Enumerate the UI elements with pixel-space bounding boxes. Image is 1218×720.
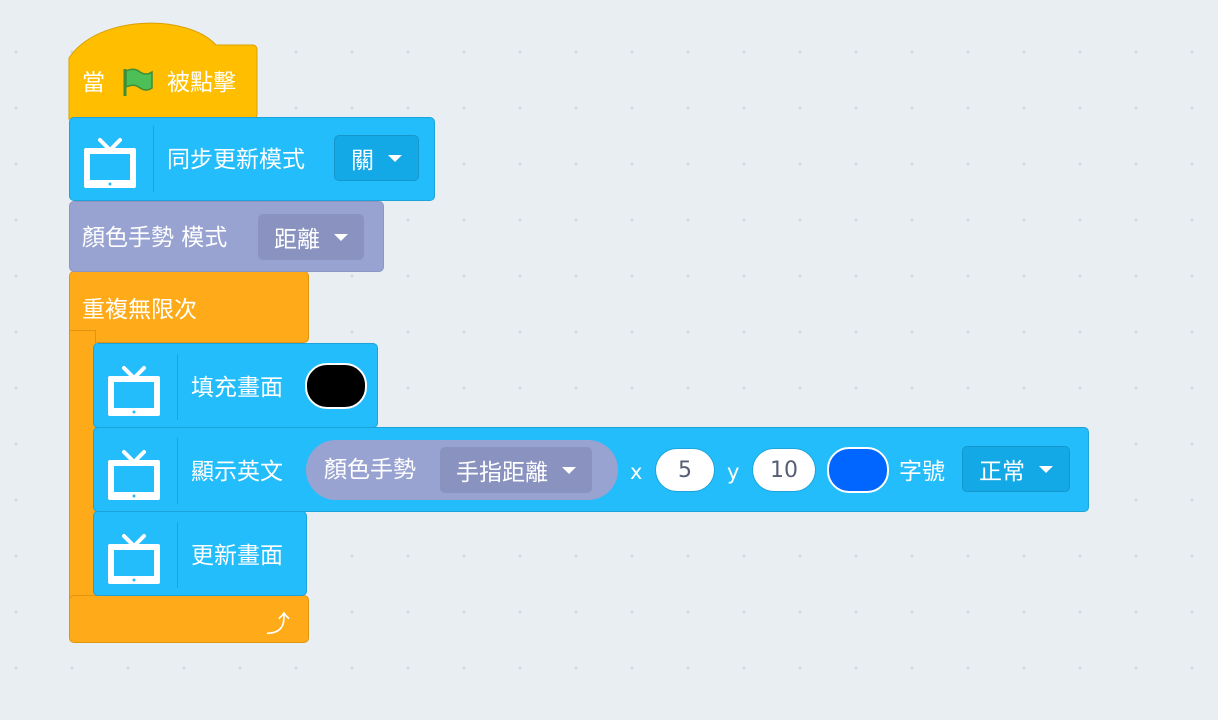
reporter-dropdown[interactable]: 手指距離: [440, 447, 592, 493]
size-dropdown-value: 正常: [979, 459, 1025, 485]
hat-suffix: 被點擊: [167, 70, 236, 96]
sync-dropdown[interactable]: 關: [334, 135, 419, 181]
forever-arm: [69, 330, 96, 612]
hat-prefix: 當: [82, 70, 105, 96]
fill-color-picker[interactable]: [305, 363, 367, 409]
reporter-dropdown-value: 手指距離: [456, 460, 548, 486]
fill-label: 填充畫面: [191, 375, 283, 401]
gesture-mode-value: 距離: [274, 227, 320, 253]
x-label: x: [630, 460, 643, 484]
y-label: y: [727, 460, 740, 484]
tv-icon: [106, 450, 162, 502]
fill-screen-block[interactable]: 填充畫面: [93, 343, 378, 428]
x-input[interactable]: 5: [655, 448, 715, 492]
y-input[interactable]: 10: [752, 448, 816, 492]
text-color-picker[interactable]: [827, 447, 889, 493]
update-label: 更新畫面: [191, 543, 283, 569]
sync-label: 同步更新模式: [167, 147, 305, 173]
tv-icon: [82, 138, 138, 190]
tv-icon: [106, 534, 162, 586]
forever-top: [69, 271, 309, 343]
gesture-mode-dropdown[interactable]: 距離: [258, 214, 364, 260]
chevron-down-icon: [388, 154, 402, 162]
chevron-down-icon: [562, 466, 576, 474]
tv-icon: [106, 366, 162, 418]
gesture-mode-label: 顏色手勢 模式: [82, 225, 228, 251]
forever-label: 重複無限次: [82, 297, 197, 323]
gesture-reporter[interactable]: 顏色手勢 手指距離: [306, 440, 618, 500]
sync-mode-block[interactable]: 同步更新模式 關: [69, 117, 435, 201]
show-text-block[interactable]: 顯示英文 顏色手勢 手指距離 x 5 y 10 字號 正常: [93, 427, 1089, 512]
gesture-mode-block[interactable]: 顏色手勢 模式 距離: [69, 201, 384, 272]
chevron-down-icon: [1039, 465, 1053, 473]
size-label: 字號: [899, 459, 945, 485]
size-dropdown[interactable]: 正常: [962, 446, 1070, 492]
update-screen-block[interactable]: 更新畫面: [93, 511, 307, 596]
show-text-label: 顯示英文: [191, 459, 283, 485]
green-flag-icon: [123, 68, 153, 96]
sync-dropdown-value: 關: [351, 148, 374, 174]
reporter-label: 顏色手勢: [324, 457, 416, 483]
loop-arrow-icon: ⤴: [266, 610, 290, 638]
chevron-down-icon: [334, 233, 348, 241]
